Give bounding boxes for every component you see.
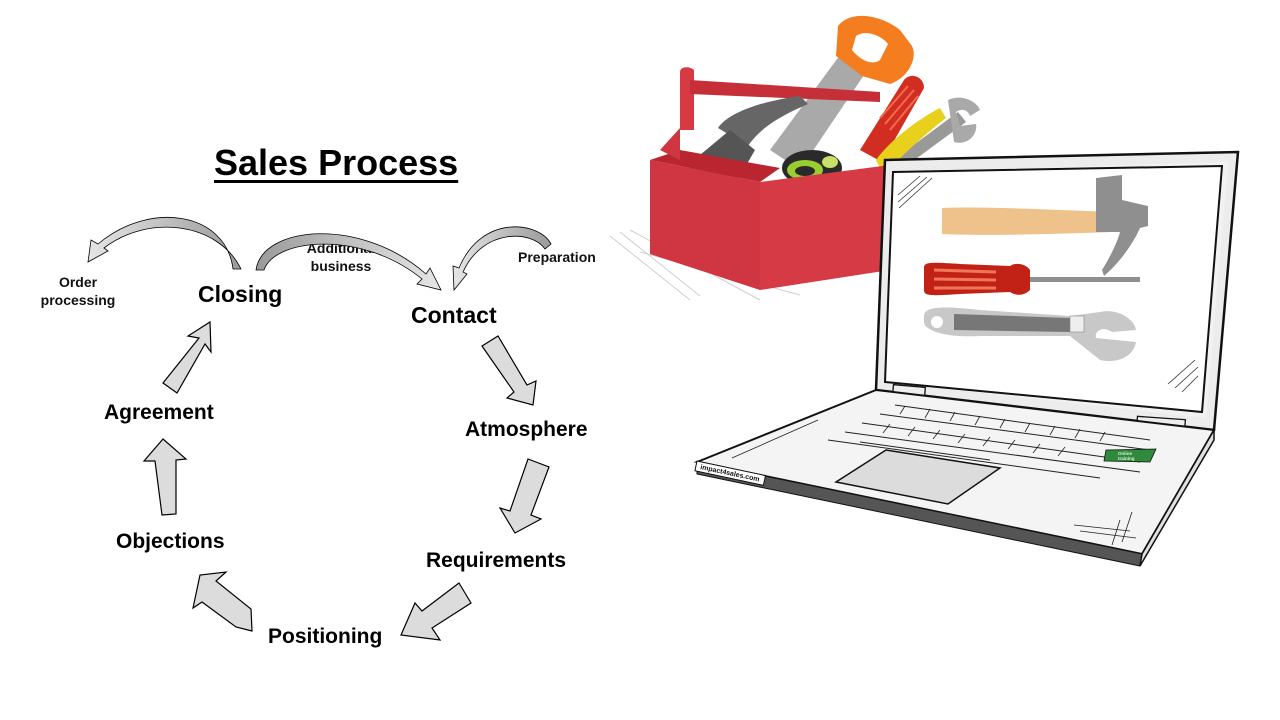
label-order-processing-line2: processing <box>40 292 116 308</box>
arrow-objections-to-agreement <box>142 438 188 516</box>
arrow-contact-to-atmosphere <box>481 335 537 406</box>
laptop <box>874 150 1240 433</box>
touchpad <box>834 449 1002 505</box>
arrow-closing-to-contact-additional <box>255 233 442 291</box>
label-order-processing: Order processing <box>36 273 120 309</box>
step-requirements: Requirements <box>426 549 567 572</box>
label-preparation: Preparation <box>518 249 596 265</box>
step-objections: Objections <box>116 530 225 553</box>
step-positioning: Positioning <box>268 625 383 648</box>
step-contact: Contact <box>411 302 497 328</box>
label-order-processing-line1: Order <box>58 274 98 290</box>
step-atmosphere: Atmosphere <box>465 418 588 441</box>
step-agreement: Agreement <box>104 401 214 424</box>
arrow-closing-to-order-processing <box>87 216 242 270</box>
screen-wrench-icon <box>924 307 1136 362</box>
screen-glare-hatch <box>897 175 1199 393</box>
arrow-requirements-to-positioning <box>400 582 472 641</box>
label-additional-business-line2: business <box>310 258 372 274</box>
base-sketch-lines <box>731 419 1137 546</box>
online-training-key-line2: training <box>1118 456 1135 461</box>
step-closing: Closing <box>198 281 283 307</box>
screen-hammer-icon <box>942 175 1148 276</box>
saw-icon <box>770 15 914 170</box>
arrow-preparation-to-contact <box>452 226 552 292</box>
diagram-title: Sales Process <box>214 142 459 183</box>
screwdriver-icon <box>860 75 924 162</box>
toolbox <box>650 128 890 290</box>
arrow-atmosphere-to-requirements <box>498 458 550 534</box>
arrow-positioning-to-objections <box>192 571 253 632</box>
toolbox-handle <box>680 67 880 130</box>
online-training-key[interactable] <box>1103 448 1157 463</box>
arrow-agreement-to-closing <box>162 320 212 394</box>
laptop-base: Online training impact4sales.com <box>693 388 1216 567</box>
keyboard-keys <box>882 405 1106 457</box>
online-training-key-line1: Online <box>1118 451 1132 456</box>
screen-screwdriver-icon <box>924 262 1140 296</box>
keyboard <box>827 404 1151 479</box>
